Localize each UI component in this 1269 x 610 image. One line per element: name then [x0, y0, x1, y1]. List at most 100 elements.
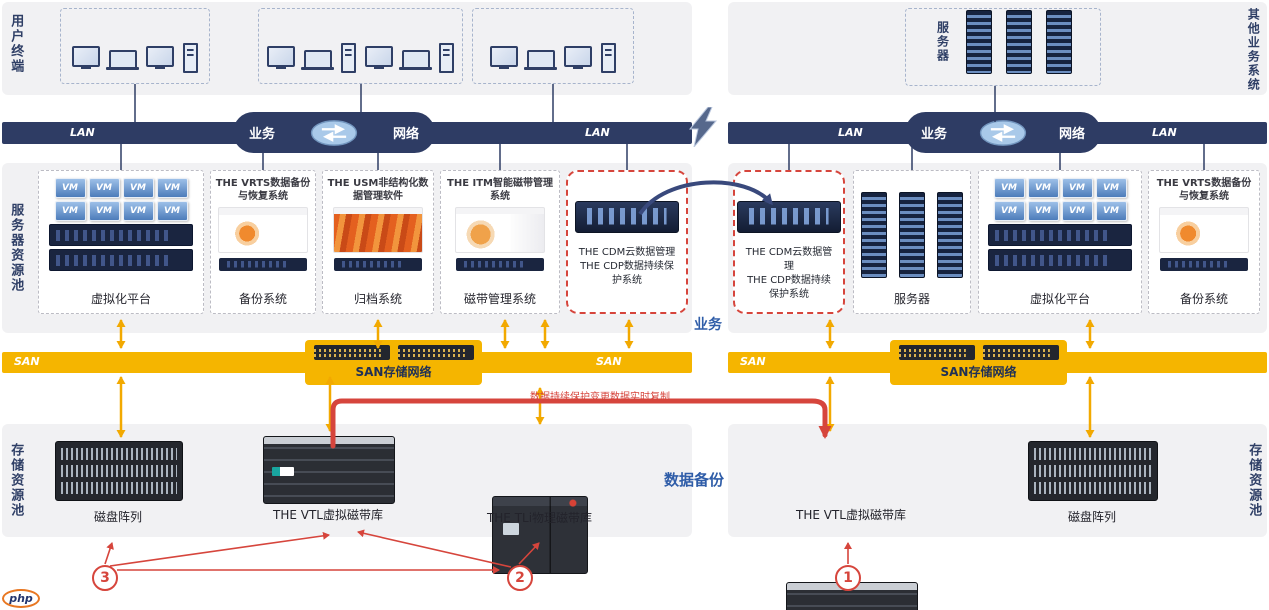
monitor-icon	[72, 46, 100, 67]
laptop-icon	[399, 50, 432, 70]
lightning-icon	[688, 107, 718, 147]
terminal-cluster-2	[258, 8, 463, 84]
vm-grid: VM VM VM VM VM VM VM VM	[993, 178, 1127, 221]
server-rack-icon	[988, 224, 1132, 246]
panel-other-business	[728, 2, 1267, 95]
san-label: SAN	[740, 355, 766, 368]
san-switch-icon	[898, 345, 975, 360]
archive-system-box: THE USM非结构化数据管理软件 归档系统	[322, 170, 434, 314]
label-storage-pool-left: 存储资源池	[8, 443, 24, 518]
watermark-php-logo: php	[2, 589, 40, 608]
san-storage-network-left: SAN存储网络	[305, 340, 482, 385]
vm-icon: VM	[1061, 178, 1093, 198]
software-screenshot	[218, 207, 308, 253]
vm-icon: VM	[993, 201, 1025, 221]
box-caption: 服务器	[893, 292, 930, 306]
cdm-line2: THE CDP数据持续保护系统	[580, 261, 674, 286]
label-user-terminal: 用户终端	[8, 14, 24, 74]
san-switch-icon	[982, 345, 1059, 360]
server-rack-icon	[1160, 258, 1248, 271]
box-title: THE VRTS数据备份与恢复系统	[1156, 178, 1252, 202]
san-label: SAN	[596, 355, 622, 368]
vm-icon: VM	[88, 178, 120, 198]
vm-icon: VM	[1095, 178, 1127, 198]
server-rack-icon	[219, 258, 307, 271]
desktop-tower-icon	[341, 43, 356, 73]
backup-system-box-right: THE VRTS数据备份与恢复系统 备份系统	[1148, 170, 1260, 314]
vm-icon: VM	[1027, 178, 1059, 198]
desktop-tower-icon	[439, 43, 454, 73]
monitor-icon	[146, 46, 174, 67]
server-group-box: 服务器	[905, 8, 1101, 86]
pill-business-label: 业务	[921, 127, 948, 142]
label-server-group: 服务器	[935, 21, 950, 63]
vm-icon: VM	[1027, 201, 1059, 221]
laptop-icon	[106, 50, 139, 70]
server-rack-icon	[988, 249, 1132, 271]
switch-row	[898, 345, 1059, 360]
device-caption: 磁盘阵列	[93, 510, 142, 524]
router-icon	[310, 119, 358, 146]
cdm-cdp-box-left: THE CDM云数据管理 THE CDP数据持续保护系统	[566, 170, 688, 314]
device-caption: THE VTL虚拟磁带库	[796, 508, 906, 522]
device-caption: THE VTL虚拟磁带库	[273, 508, 383, 522]
server-tower-icon	[899, 192, 925, 278]
label-other-business: 其他业务系统	[1246, 8, 1261, 92]
san-switch-icon	[313, 345, 390, 360]
vm-icon: VM	[122, 201, 154, 221]
server-tower-icon	[861, 192, 887, 278]
box-title: THE USM非结构化数据管理软件	[327, 178, 429, 202]
server-tower-icon	[1045, 10, 1072, 74]
step-number-2: 2	[507, 565, 533, 591]
lan-label: LAN	[585, 126, 610, 139]
business-network-pill-right: 业务 网络	[905, 112, 1101, 153]
step-number-1: 1	[835, 565, 861, 591]
desktop-tower-icon	[183, 43, 198, 73]
server-tower-icon	[965, 10, 992, 74]
server-tower-group	[861, 192, 963, 278]
lan-label: LAN	[838, 126, 863, 139]
box-caption: 备份系统	[1179, 292, 1228, 306]
device-caption: THE TLi物理磁带库	[486, 511, 593, 525]
switch-row	[313, 345, 474, 360]
vm-icon: VM	[54, 201, 86, 221]
vm-icon: VM	[1095, 201, 1127, 221]
vm-icon: VM	[993, 178, 1025, 198]
cdm-appliance-icon	[575, 201, 679, 233]
vm-icon: VM	[1061, 201, 1093, 221]
pill-business-label: 业务	[249, 127, 276, 142]
server-rack-icon	[49, 224, 193, 246]
vm-grid: VM VM VM VM VM VM VM VM	[54, 178, 188, 221]
server-rack-icon	[334, 258, 422, 271]
software-screenshot	[333, 207, 423, 253]
disk-array-icon-left	[55, 441, 183, 501]
box-caption: 备份系统	[238, 292, 287, 306]
software-screenshot	[455, 207, 545, 253]
step-number-3: 3	[92, 565, 118, 591]
tape-management-box: THE ITM智能磁带管理系统 磁带管理系统	[440, 170, 560, 314]
software-screenshot	[1159, 207, 1249, 253]
virtualization-platform-box-left: VM VM VM VM VM VM VM VM 虚拟化平台	[38, 170, 204, 314]
server-rack-icon	[456, 258, 544, 271]
data-backup-label: 数据备份	[664, 471, 725, 489]
cdm-line2: THE CDP数据持续保护系统	[747, 275, 831, 300]
lan-label: LAN	[1152, 126, 1177, 139]
terminal-cluster-3	[472, 8, 634, 84]
box-caption: 虚拟化平台	[90, 292, 151, 306]
monitor-icon	[365, 46, 393, 67]
virtualization-platform-box-right: VM VM VM VM VM VM VM VM 虚拟化平台	[978, 170, 1142, 314]
box-title: THE VRTS数据备份与恢复系统	[215, 178, 311, 202]
label-storage-pool-right: 存储资源池	[1246, 443, 1262, 518]
laptop-icon	[524, 50, 557, 70]
tape-library-icon	[492, 496, 588, 574]
san-switch-icon	[397, 345, 474, 360]
box-title: THE ITM智能磁带管理系统	[447, 178, 553, 202]
pill-network-label: 网络	[392, 127, 419, 142]
label-server-pool: 服务器资源池	[8, 203, 24, 293]
cdm-box-text: THE CDM云数据管理 THE CDP数据持续保护系统	[568, 246, 686, 288]
san-box-label: SAN存储网络	[940, 365, 1017, 379]
server-tower-icon	[937, 192, 963, 278]
business-mid-label: 业务	[694, 317, 722, 333]
desktop-tower-icon	[601, 43, 616, 73]
